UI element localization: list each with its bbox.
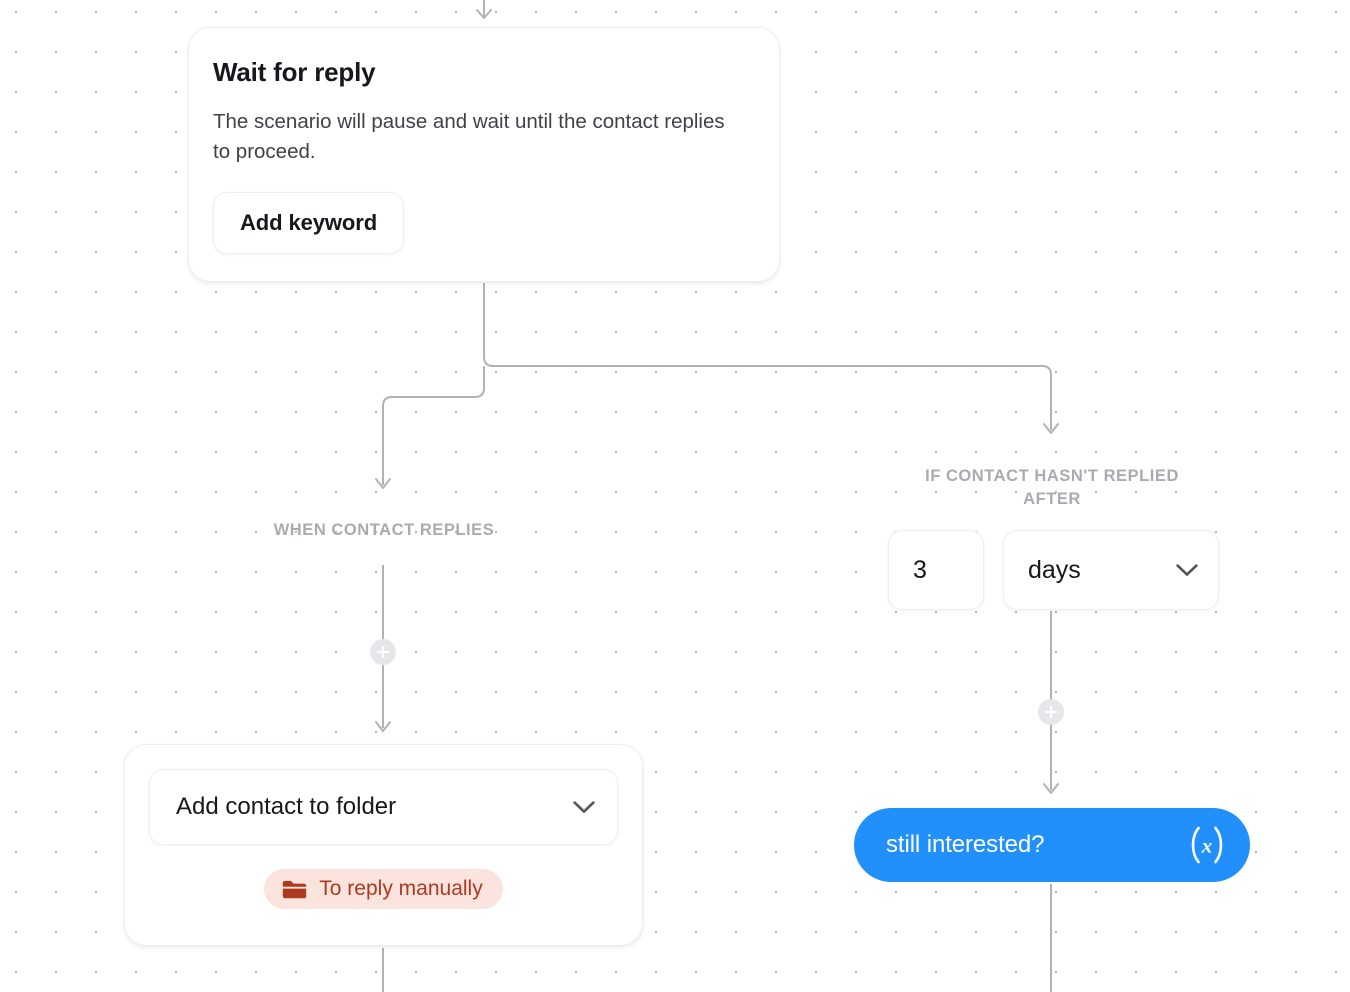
add-keyword-button[interactable]: Add keyword: [213, 192, 405, 255]
folder-tag-label: To reply manually: [319, 877, 483, 900]
node-add-contact-to-folder[interactable]: Add contact to folder To reply manually: [124, 744, 643, 946]
add-step-button-left-branch[interactable]: [370, 639, 396, 665]
edge-incoming-arrowhead: [476, 9, 492, 19]
edge-branch-right-arrowhead: [1043, 423, 1059, 434]
delay-unit-value: days: [1028, 555, 1081, 584]
edge-left-to-folder-arrowhead: [375, 721, 391, 732]
action-type-select[interactable]: Add contact to folder: [149, 769, 618, 845]
delay-unit-select[interactable]: days: [1003, 530, 1219, 610]
edge-branch-left-arrowhead: [375, 478, 391, 489]
message-text: still interested?: [886, 831, 1045, 858]
delay-amount-input[interactable]: 3: [888, 530, 984, 610]
folder-tag[interactable]: To reply manually: [264, 869, 503, 909]
edge-branch-left: [382, 366, 485, 485]
branch-label-when-contact-replies: WHEN CONTACT REPLIES: [273, 521, 495, 539]
edge-right-to-message-arrowhead: [1043, 783, 1059, 794]
node-description: The scenario will pause and wait until t…: [213, 109, 725, 164]
svg-text:x: x: [1201, 834, 1213, 858]
message-bubble[interactable]: still interested? x: [854, 808, 1250, 882]
action-type-value: Add contact to folder: [176, 793, 397, 820]
chevron-down-icon: [1176, 563, 1198, 576]
node-title: Wait for reply: [213, 57, 376, 87]
chevron-down-icon: [573, 800, 595, 813]
branch-label-if-contact-hasnt-replied: IF CONTACT HASN'T REPLIED AFTER: [925, 467, 1179, 509]
edge-branch-right: [483, 356, 1052, 430]
folder-icon: [283, 880, 307, 898]
node-wait-for-reply[interactable]: Wait for reply The scenario will pause a…: [188, 27, 780, 282]
merge-tag-icon[interactable]: x: [1188, 825, 1226, 865]
add-step-button-right-branch[interactable]: [1038, 699, 1064, 725]
